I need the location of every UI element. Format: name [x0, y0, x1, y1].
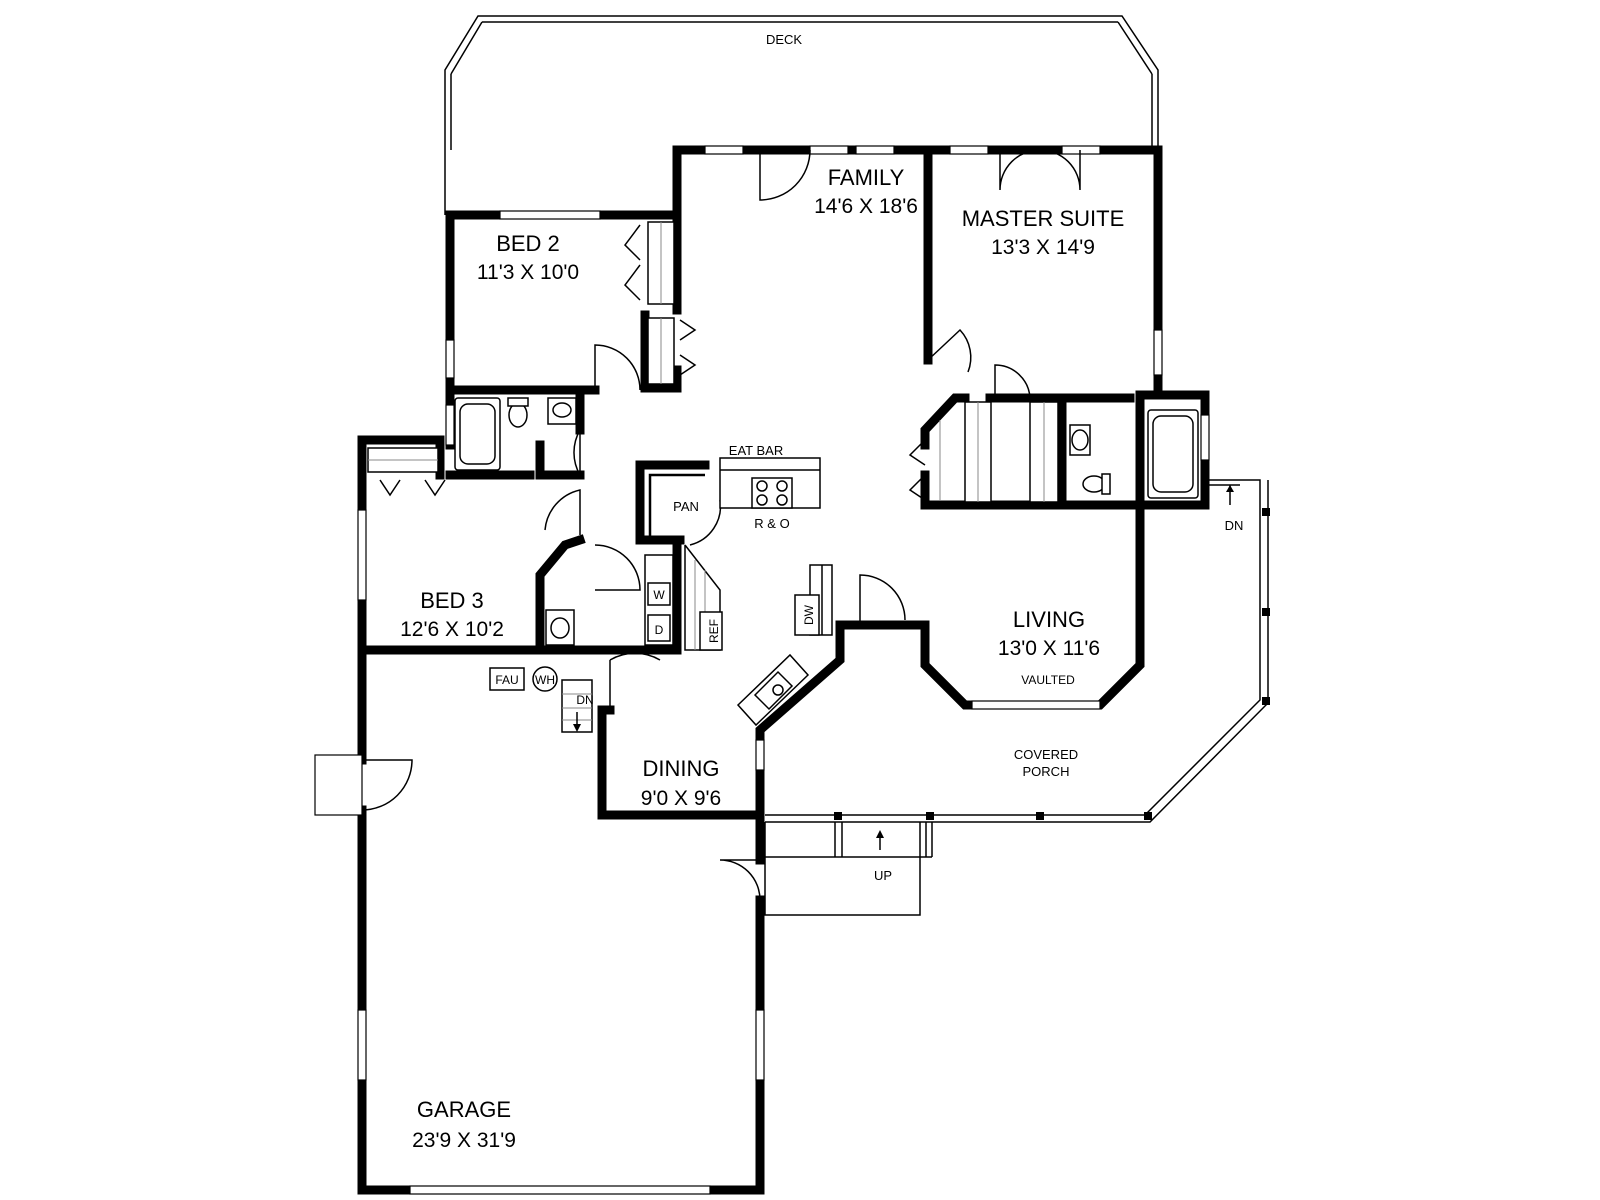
dining-name: DINING — [643, 756, 720, 781]
garage-stairs-down-label: DN — [576, 693, 593, 707]
range-oven-label: R & O — [754, 516, 789, 531]
kitchen — [644, 457, 833, 727]
closets — [367, 221, 1059, 503]
windows — [357, 145, 1210, 1195]
dryer-label: D — [655, 623, 664, 637]
family-room-name: FAMILY — [828, 165, 905, 190]
master-suite-name: MASTER SUITE — [962, 206, 1125, 231]
living-vaulted-note: VAULTED — [1021, 673, 1075, 687]
covered-porch-outline — [764, 479, 1270, 916]
labels: DECK FAMILY 14'6 X 18'6 MASTER SUITE 13'… — [400, 32, 1243, 1152]
covered-porch-label-2: PORCH — [1023, 764, 1070, 779]
master-suite-size: 13'3 X 14'9 — [991, 236, 1095, 259]
garage-name: GARAGE — [417, 1097, 511, 1122]
deck-label: DECK — [766, 32, 802, 47]
washer-label: W — [653, 588, 665, 602]
eat-bar-label: EAT BAR — [729, 443, 783, 458]
bath-fixtures — [454, 397, 1199, 646]
covered-porch-label-1: COVERED — [1014, 747, 1078, 762]
dining-size: 9'0 X 9'6 — [641, 787, 721, 810]
garage-equipment — [489, 666, 593, 733]
furnace-label: FAU — [495, 673, 518, 687]
pantry-label: PAN — [673, 499, 699, 514]
bed2-name: BED 2 — [496, 231, 560, 256]
doors — [314, 149, 1081, 901]
refrigerator-label: REF — [707, 619, 721, 643]
bed3-size: 12'6 X 10'2 — [400, 618, 504, 641]
bed3-name: BED 3 — [420, 588, 484, 613]
porch-stairs-down-label: DN — [1225, 518, 1244, 533]
water-heater-label: WH — [535, 673, 555, 687]
living-name: LIVING — [1013, 607, 1085, 632]
deck-outline — [444, 15, 1159, 215]
stairs-up-label: UP — [874, 868, 892, 883]
bed2-size: 11'3 X 10'0 — [477, 261, 579, 284]
garage-size: 23'9 X 31'9 — [412, 1129, 516, 1152]
living-size: 13'0 X 11'6 — [998, 637, 1100, 660]
dishwasher-label: DW — [802, 604, 816, 625]
family-room-size: 14'6 X 18'6 — [814, 195, 918, 218]
